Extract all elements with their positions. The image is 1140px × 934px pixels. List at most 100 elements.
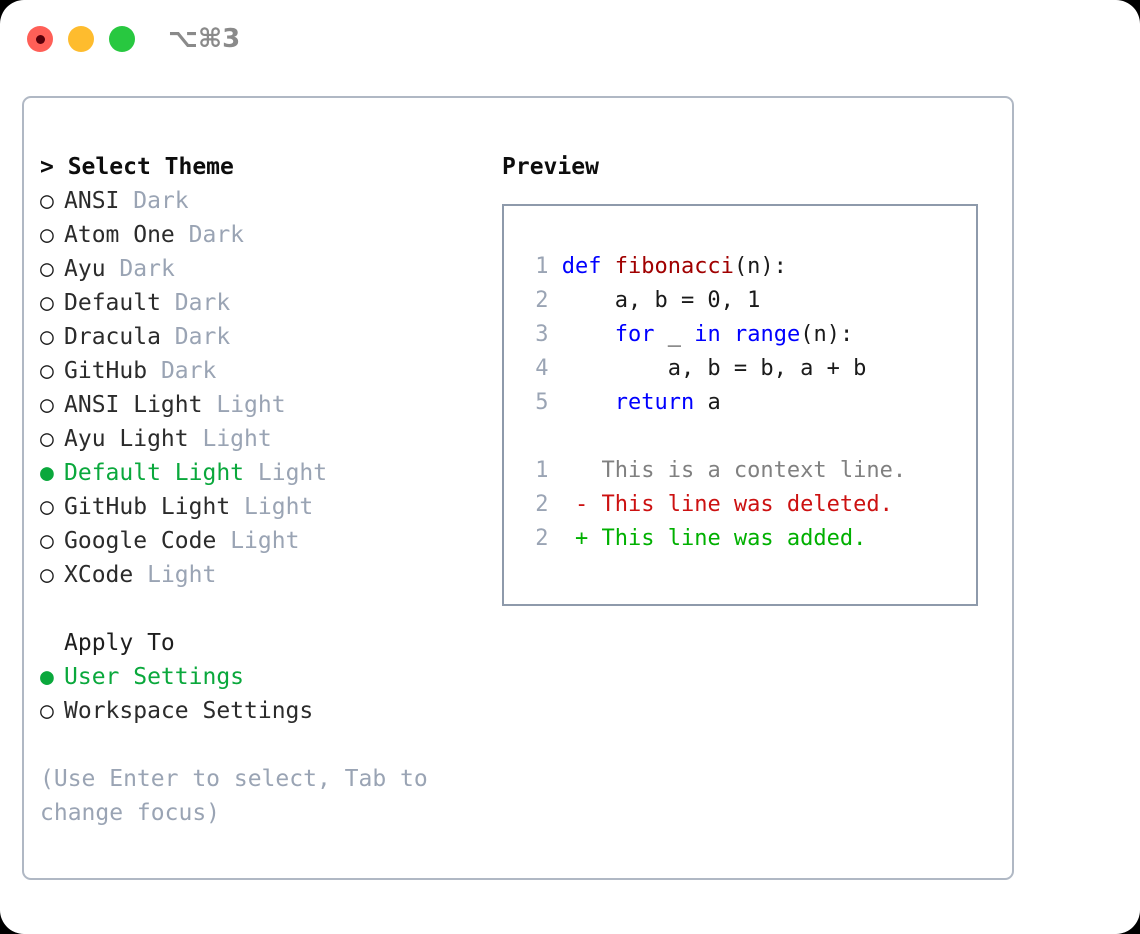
theme-item-category: Dark xyxy=(174,324,231,350)
code-line: 3 for _ in range(n): xyxy=(522,318,976,352)
radio-unselected-icon: ○ xyxy=(40,494,54,520)
code-gutter-space xyxy=(548,322,561,347)
title-bar: ⌥⌘3 xyxy=(0,0,1140,78)
code-token: in xyxy=(694,322,721,347)
theme-list-item[interactable]: ○ Default Dark xyxy=(40,286,500,320)
zoom-button-icon[interactable] xyxy=(109,26,135,52)
code-line: 4 a, b = b, a + b xyxy=(522,352,976,386)
theme-item-label: Default xyxy=(64,290,161,316)
theme-item-separator xyxy=(119,184,133,218)
theme-list-item[interactable]: ○XCode Light xyxy=(40,558,500,592)
theme-item-label: GitHub xyxy=(64,358,148,384)
minimize-button-icon[interactable] xyxy=(68,26,94,52)
theme-item-category: Light xyxy=(216,392,286,418)
hint-spacer xyxy=(40,728,500,762)
apply-to-option-label: Workspace Settings xyxy=(64,698,314,724)
diff-sample: 1 This is a context line.2 - This line w… xyxy=(522,454,976,556)
apply-to-option[interactable]: ●User Settings xyxy=(40,660,500,694)
theme-list-item[interactable]: ○ Dracula Dark xyxy=(40,320,500,354)
theme-list-item[interactable]: ○ GitHub Dark xyxy=(40,354,500,388)
diff-text: This line was deleted. xyxy=(601,492,893,517)
theme-item-category: Dark xyxy=(174,290,231,316)
apply-to-header-text: Apply To xyxy=(64,630,175,656)
code-gutter-space xyxy=(548,254,561,279)
theme-list-item[interactable]: ○ Atom One Dark xyxy=(40,218,500,252)
theme-item-label: ANSI Light xyxy=(64,392,203,418)
theme-item-category: Dark xyxy=(188,222,245,248)
code-line: 5 return a xyxy=(522,386,976,420)
theme-item-label: Atom One xyxy=(64,222,175,248)
code-line-number: 3 xyxy=(535,322,549,347)
theme-item-label: XCode xyxy=(64,562,134,588)
theme-item-label: Dracula xyxy=(64,324,161,350)
code-token: (n): xyxy=(733,254,787,279)
theme-item-separator xyxy=(106,252,120,286)
theme-list-item[interactable]: ○ ANSI Light Light xyxy=(40,388,500,422)
theme-item-category: Light xyxy=(202,426,272,452)
radio-unselected-icon: ○ xyxy=(40,562,54,588)
diff-line: 1 This is a context line. xyxy=(522,454,976,488)
theme-list-item[interactable]: ○Ayu Light Light xyxy=(40,422,500,456)
theme-list-item[interactable]: ● Default Light Light xyxy=(40,456,500,490)
code-token: return xyxy=(614,390,695,415)
radio-unselected-icon: ○ xyxy=(40,528,54,554)
radio-unselected-icon: ○ xyxy=(40,256,54,282)
code-token: _ xyxy=(654,322,695,347)
theme-list: ○ANSI Dark○Atom One Dark○Ayu Dark○Defaul… xyxy=(40,184,500,592)
theme-list-header-prefix: > xyxy=(40,154,68,180)
diff-line-number: 1 xyxy=(535,458,549,483)
code-line-number: 5 xyxy=(535,390,549,415)
theme-item-label: GitHub Light xyxy=(64,494,231,520)
close-button-icon[interactable] xyxy=(27,26,53,52)
diff-line-number: 2 xyxy=(535,492,549,517)
code-gutter-space xyxy=(548,356,561,381)
theme-item-label: Google Code xyxy=(64,528,217,554)
code-gutter-space xyxy=(548,288,561,313)
code-token xyxy=(562,322,615,347)
diff-sign: + xyxy=(574,526,602,551)
code-token: def xyxy=(561,254,615,279)
apply-to-option-label: User Settings xyxy=(64,664,245,690)
diff-text: This line was added. xyxy=(601,526,867,551)
diff-sign: - xyxy=(574,492,602,517)
theme-item-separator xyxy=(244,456,258,490)
code-token: fibonacci xyxy=(614,254,734,279)
theme-list-item[interactable]: ○GitHub Light Light xyxy=(40,490,500,524)
radio-unselected-icon: ○ xyxy=(40,324,54,350)
diff-sign xyxy=(575,458,602,483)
code-token: range xyxy=(733,322,801,347)
theme-item-separator xyxy=(216,524,230,558)
theme-item-separator xyxy=(175,218,189,252)
window-controls xyxy=(27,26,135,52)
theme-item-separator xyxy=(147,354,161,388)
radio-unselected-icon: ○ xyxy=(40,222,54,248)
code-line: 1 def fibonacci(n): xyxy=(522,250,976,284)
theme-list-item[interactable]: ○Google Code Light xyxy=(40,524,500,558)
theme-item-category: Light xyxy=(257,460,328,486)
radio-unselected-icon: ○ xyxy=(40,358,54,384)
theme-item-label: Default Light xyxy=(64,460,245,486)
code-token xyxy=(721,322,734,347)
theme-item-separator xyxy=(161,286,175,320)
theme-list-item[interactable]: ○Ayu Dark xyxy=(40,252,500,286)
radio-unselected-icon: ○ xyxy=(40,290,54,316)
theme-item-separator xyxy=(161,320,175,354)
theme-item-category: Dark xyxy=(119,256,175,282)
radio-selected-icon: ● xyxy=(40,460,54,486)
radio-unselected-icon: ○ xyxy=(40,392,54,418)
diff-line: 2 - This line was deleted. xyxy=(522,488,976,522)
theme-apply-spacer xyxy=(40,592,500,626)
apply-to-option[interactable]: ○Workspace Settings xyxy=(40,694,500,728)
diff-gutter-space xyxy=(548,492,575,517)
theme-list-item[interactable]: ○ANSI Dark xyxy=(40,184,500,218)
apply-to-header: Apply To xyxy=(40,626,500,660)
code-diff-gap xyxy=(522,420,976,454)
theme-item-category: Dark xyxy=(133,188,189,214)
theme-item-category: Dark xyxy=(160,358,217,384)
main-panel: > Select Theme ○ANSI Dark○Atom One Dark○… xyxy=(22,96,1014,880)
code-line-number: 2 xyxy=(535,288,549,313)
theme-item-label: Ayu Light xyxy=(64,426,189,452)
code-line-number: 4 xyxy=(535,356,549,381)
code-token: a xyxy=(694,390,721,415)
